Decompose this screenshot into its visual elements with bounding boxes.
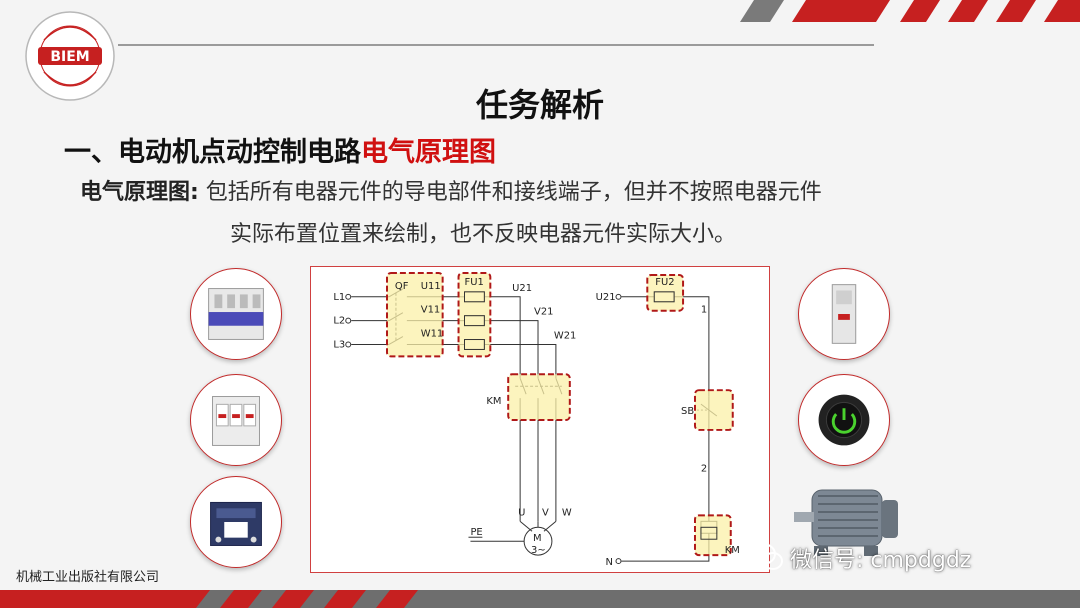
label-ctrl-u21: U21 [596,292,616,303]
power-button-icon [818,394,870,446]
label-u11: U11 [421,281,441,292]
label-fu2: FU2 [655,277,674,288]
section-heading-prefix: 一、电动机点动控制电路 [64,137,361,168]
description-term: 电气原理图: [80,180,199,205]
section-heading-highlight: 电气原理图 [361,137,496,168]
fuse-holder-photo [190,374,282,466]
control-fuse-icon [831,284,857,344]
label-sb: SB [681,406,694,417]
section-heading: 一、电动机点动控制电路电气原理图 [64,130,496,169]
label-motor-phase: 3~ [531,545,546,556]
label-u: U [518,507,525,518]
publisher-name: 机械工业出版社有限公司 [16,570,160,585]
label-v21: V21 [534,307,553,318]
label-motor-m: M [533,533,542,544]
school-logo: BIEM [25,11,115,101]
label-w: W [562,507,572,518]
description-line-2: 实际布置位置来绘制，也不反映电器元件实际大小。 [230,222,737,247]
contactor-icon [210,501,262,546]
label-km-coil: KM [725,545,740,556]
label-qf: QF [395,281,409,292]
contactor-photo [190,476,282,568]
label-u21: U21 [512,283,532,294]
page-title: 任务解析 [475,86,604,124]
label-node-2: 2 [701,464,707,475]
label-n: N [606,557,613,568]
wechat-icon [750,543,783,570]
label-l3: L3 [333,339,345,350]
control-fuse-photo [798,268,890,360]
label-fu1: FU1 [464,277,483,288]
description-line-1: 电气原理图: 包括所有电器元件的导电部件和接线端子，但并不按照电器元件 [80,174,822,206]
electrical-schematic: L1 L2 L3 QF U11 V11 W11 FU1 U21 V21 W21 … [310,266,770,573]
description-text-1: 包括所有电器元件的导电部件和接线端子，但并不按照电器元件 [198,180,822,205]
logo-abbr: BIEM [50,49,89,65]
label-l2: L2 [333,316,345,327]
header-rule [118,44,874,46]
label-v11: V11 [421,305,440,316]
wechat-watermark: 微信号: cmpdgdz [790,548,972,573]
label-km-main: KM [486,396,501,407]
label-v: V [542,507,549,518]
label-w11: W11 [421,329,443,340]
motor-photo [794,489,898,556]
label-l1: L1 [333,292,345,303]
fuse-holder-icon [212,396,260,446]
label-pe: PE [470,527,482,538]
bottom-band-decoration [0,590,1080,608]
label-w21: W21 [554,331,576,342]
label-node-1: 1 [701,305,707,316]
power-button-photo [798,374,890,466]
top-stripes-decoration [740,0,1080,22]
circuit-breaker-photo [190,268,282,360]
circuit-breaker-icon [208,288,264,340]
